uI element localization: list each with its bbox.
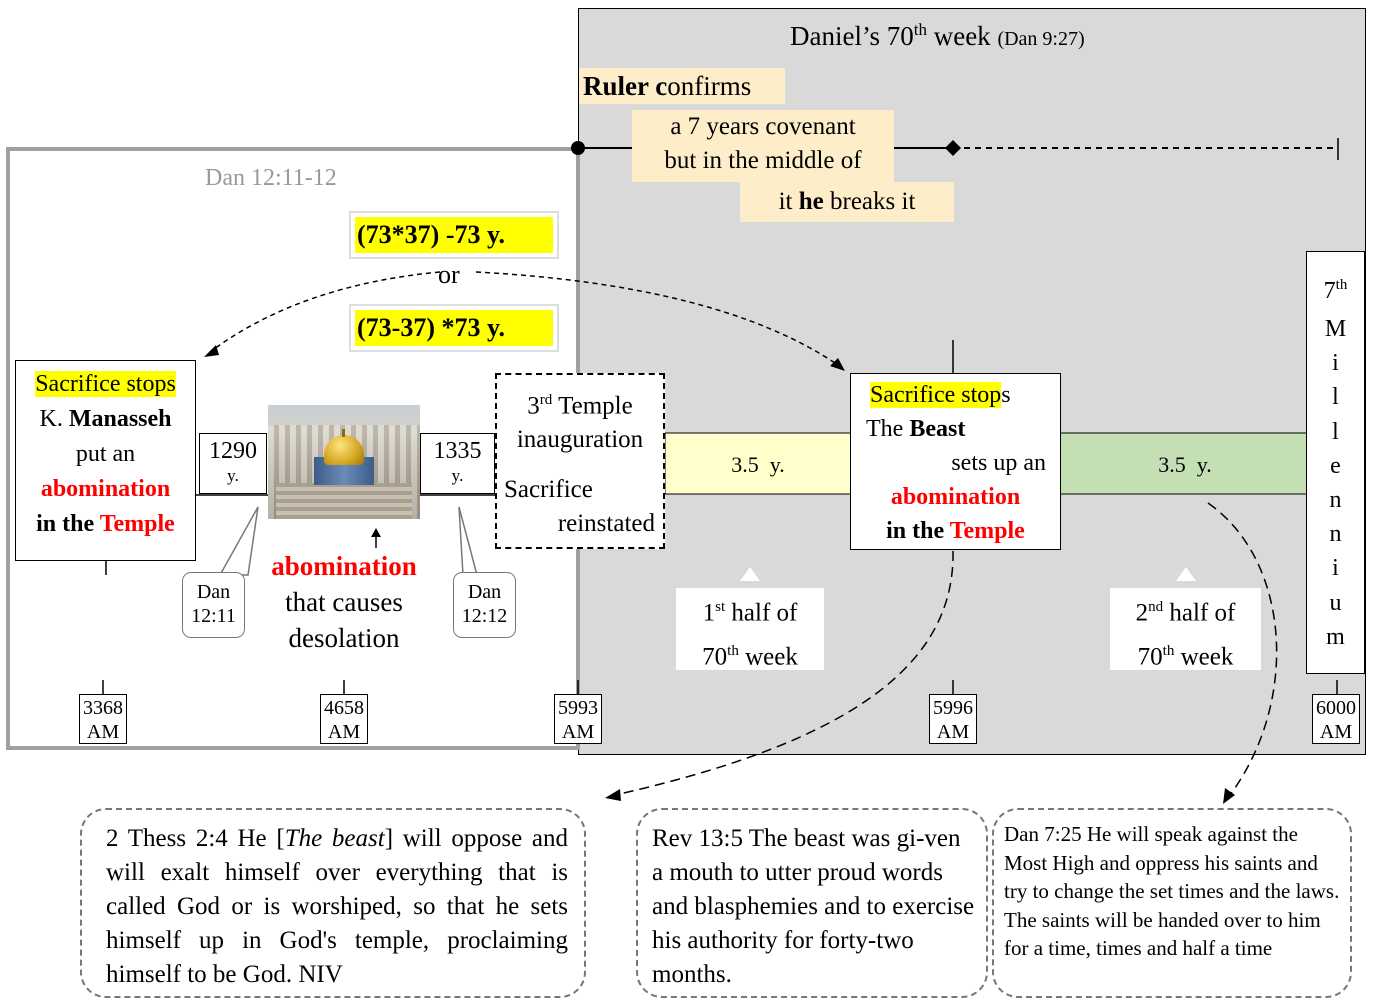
beast-box: Sacrifice stops The Beast sets up an abo…	[850, 373, 1061, 550]
formula-first: (73*37) -73 y.	[349, 211, 559, 259]
quote-dan-7: Dan 7:25 He will speak against the Most …	[992, 808, 1352, 998]
left-panel-title: Dan 12:11-12	[205, 165, 337, 191]
quote-rev-13: Rev 13:5 The beast was gi-ven a mouth to…	[636, 808, 988, 998]
sacrifice-stops-highlight: Sacrifice stops	[35, 371, 176, 397]
third-temple-box: 3rd Temple inauguration Sacrifice reinst…	[495, 373, 665, 549]
dome-of-the-rock-photo	[268, 405, 420, 519]
interval-1335-box: 1335 y.	[420, 433, 495, 494]
ruler-confirms-label: Ruler confirms	[579, 68, 785, 104]
sacrifice-stops-highlight-beast: Sacrifice stop	[870, 382, 1002, 408]
covenant-breaks-text: it he breaks it	[740, 182, 954, 222]
first-half-band-label: 3.5 y.	[731, 452, 785, 477]
interval-1290-box: 1290 y.	[199, 433, 267, 494]
millennium-box: 7th M i l l e n n i u m	[1306, 251, 1365, 674]
formula-or: or	[438, 260, 460, 289]
manasseh-box: Sacrifice stops K. Manasseh put an abomi…	[15, 360, 196, 561]
quote-2-thess: 2 Thess 2:4 He [The beast] will oppose a…	[80, 808, 586, 998]
abomination-caption: abomination that causes desolation	[271, 551, 417, 653]
panel-title: Daniel’s 70th week (Dan 9:27)	[790, 20, 1085, 51]
first-half-label: 1st half of 70th week	[676, 588, 824, 671]
second-half-band-label: 3.5 y.	[1158, 452, 1212, 477]
formula-second: (73-37) *73 y.	[349, 304, 559, 352]
second-half-label: 2nd half of 70th week	[1110, 588, 1261, 671]
covenant-text: a 7 years covenant but in the middle of	[632, 110, 894, 182]
